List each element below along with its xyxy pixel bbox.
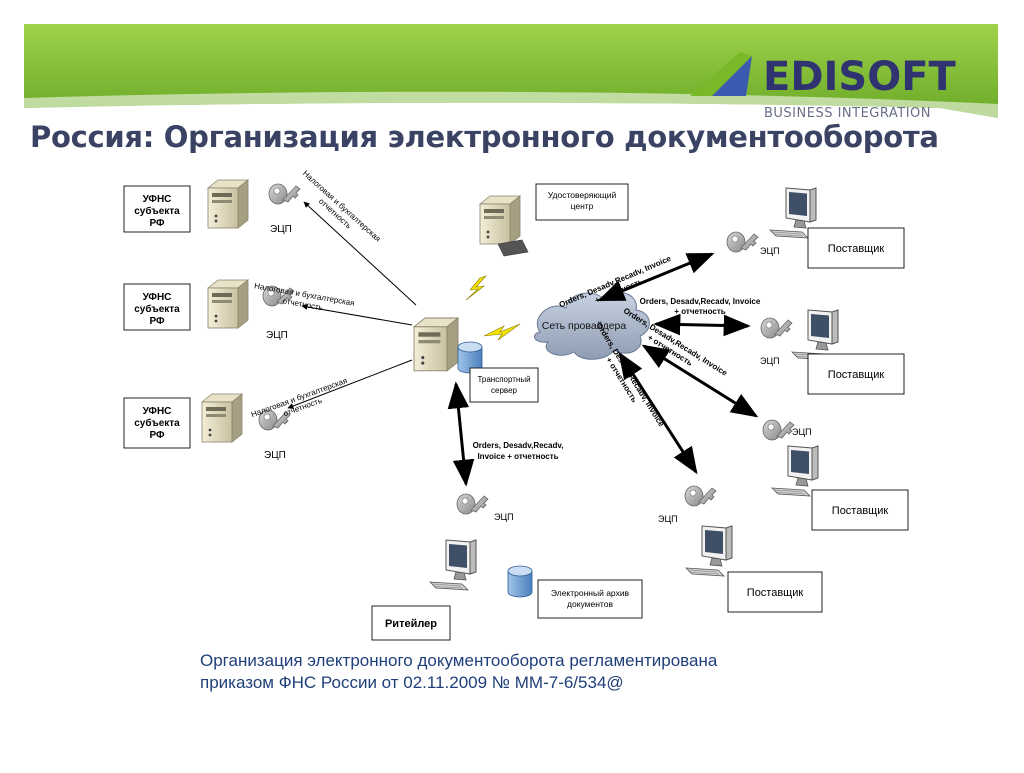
svg-text:Налоговая и бухгалтерскаяотчет: Налоговая и бухгалтерскаяотчетность — [294, 169, 382, 251]
svg-text:Поставщик: Поставщик — [747, 587, 804, 599]
svg-text:ЭЦП: ЭЦП — [270, 224, 292, 235]
svg-text:Ритейлер: Ритейлер — [385, 618, 437, 630]
svg-text:EDISOFT: EDISOFT — [763, 54, 957, 100]
svg-text:BUSINESS INTEGRATION: BUSINESS INTEGRATION — [764, 106, 931, 121]
svg-text:Сеть провайдера: Сеть провайдера — [542, 320, 627, 332]
svg-text:ЭЦП: ЭЦП — [760, 356, 780, 366]
exchange-arrows — [447, 252, 759, 487]
svg-text:ЭЦП: ЭЦП — [494, 512, 514, 522]
svg-text:Поставщик: Поставщик — [828, 243, 885, 255]
caption-line-2: приказом ФНС России от 02.11.2009 № ММ-7… — [200, 673, 624, 692]
caption: Организация электронного документооборот… — [200, 650, 717, 694]
svg-text:Поставщик: Поставщик — [832, 505, 889, 517]
svg-text:ЭЦП: ЭЦП — [792, 427, 812, 437]
supplier-4: ЭЦП Поставщик — [658, 485, 823, 613]
caption-line-1: Организация электронного документооборот… — [200, 651, 718, 670]
supplier-3: ЭЦП Поставщик — [762, 419, 909, 531]
edisoft-logo: EDISOFT BUSINESS INTEGRATION — [690, 52, 957, 121]
supplier-1: ЭЦП Поставщик — [726, 187, 905, 269]
svg-text:ЭЦП: ЭЦП — [264, 450, 286, 461]
svg-text:ЭЦП: ЭЦП — [658, 514, 678, 524]
svg-text:Поставщик: Поставщик — [828, 369, 885, 381]
page-title: Россия: Организация электронного докумен… — [30, 120, 939, 154]
lightning-icon — [465, 275, 487, 301]
supplier-2: ЭЦП Поставщик — [760, 309, 905, 395]
svg-text:ЭЦП: ЭЦП — [266, 330, 288, 341]
lightning-icon — [483, 323, 521, 341]
provider-cloud: Сеть провайдера — [533, 291, 650, 360]
exchange-label-retailer: Orders, Desadv,Recadv,Invoice + отчетнос… — [473, 441, 564, 461]
svg-text:ЭЦП: ЭЦП — [760, 246, 780, 256]
exchange-label-2: Orders, Desadv,Recadv, Invoice+ отчетнос… — [640, 297, 761, 316]
